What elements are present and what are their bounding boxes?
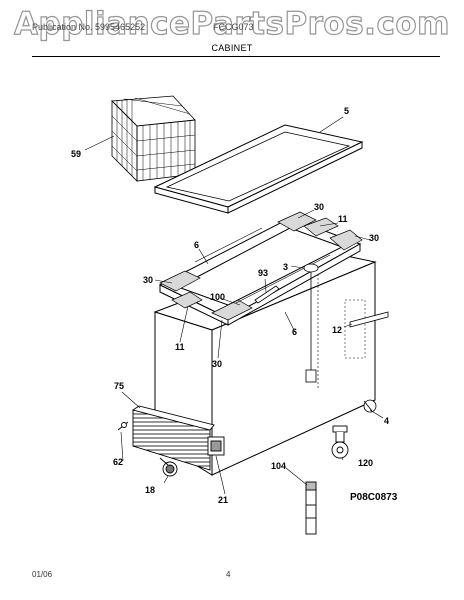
callout-30: 30 bbox=[369, 233, 379, 243]
gasket-assembly bbox=[158, 211, 363, 326]
callout-4: 4 bbox=[384, 416, 389, 426]
caster bbox=[331, 425, 349, 459]
rod bbox=[254, 285, 280, 304]
callout-120: 120 bbox=[358, 458, 373, 468]
callout-100: 100 bbox=[210, 292, 225, 302]
callout-leaders bbox=[84, 116, 384, 495]
page-number: 4 bbox=[226, 570, 231, 579]
callout-11: 11 bbox=[338, 214, 348, 224]
callout-30: 30 bbox=[143, 275, 153, 285]
footer-date: 01/06 bbox=[32, 570, 53, 579]
callout-3: 3 bbox=[283, 262, 288, 272]
diagram-code: P08C0873 bbox=[350, 492, 398, 503]
callout-30: 30 bbox=[314, 202, 324, 212]
callout-6: 6 bbox=[194, 240, 199, 250]
hinge bbox=[305, 481, 317, 535]
watermark: AppliancePartsPros.com bbox=[13, 5, 450, 42]
thermostat-knob bbox=[159, 457, 178, 477]
callout-104: 104 bbox=[271, 461, 286, 471]
header-rule bbox=[32, 56, 440, 57]
callout-62: 62 bbox=[113, 457, 123, 467]
basket bbox=[111, 95, 196, 182]
callout-12: 12 bbox=[332, 325, 342, 335]
callout-75: 75 bbox=[114, 381, 124, 391]
callout-18: 18 bbox=[145, 485, 155, 495]
publication-number: Publication No. 5995465252 bbox=[32, 22, 146, 32]
callout-5: 5 bbox=[344, 106, 349, 116]
model-number: FCCG073 bbox=[213, 22, 254, 32]
lid-frame bbox=[153, 124, 364, 214]
callout-21: 21 bbox=[218, 495, 228, 505]
callout-93: 93 bbox=[258, 268, 268, 278]
callout-6: 6 bbox=[292, 327, 297, 337]
drain-plug bbox=[303, 263, 319, 383]
screw bbox=[117, 421, 129, 431]
leveling-foot bbox=[363, 399, 377, 413]
callout-11: 11 bbox=[175, 342, 185, 352]
side-bracket bbox=[349, 311, 389, 328]
callout-30: 30 bbox=[212, 359, 222, 369]
grill-panel bbox=[131, 405, 215, 471]
section-title: CABINET bbox=[211, 43, 253, 53]
control-box bbox=[207, 436, 225, 456]
callout-59: 59 bbox=[71, 149, 81, 159]
